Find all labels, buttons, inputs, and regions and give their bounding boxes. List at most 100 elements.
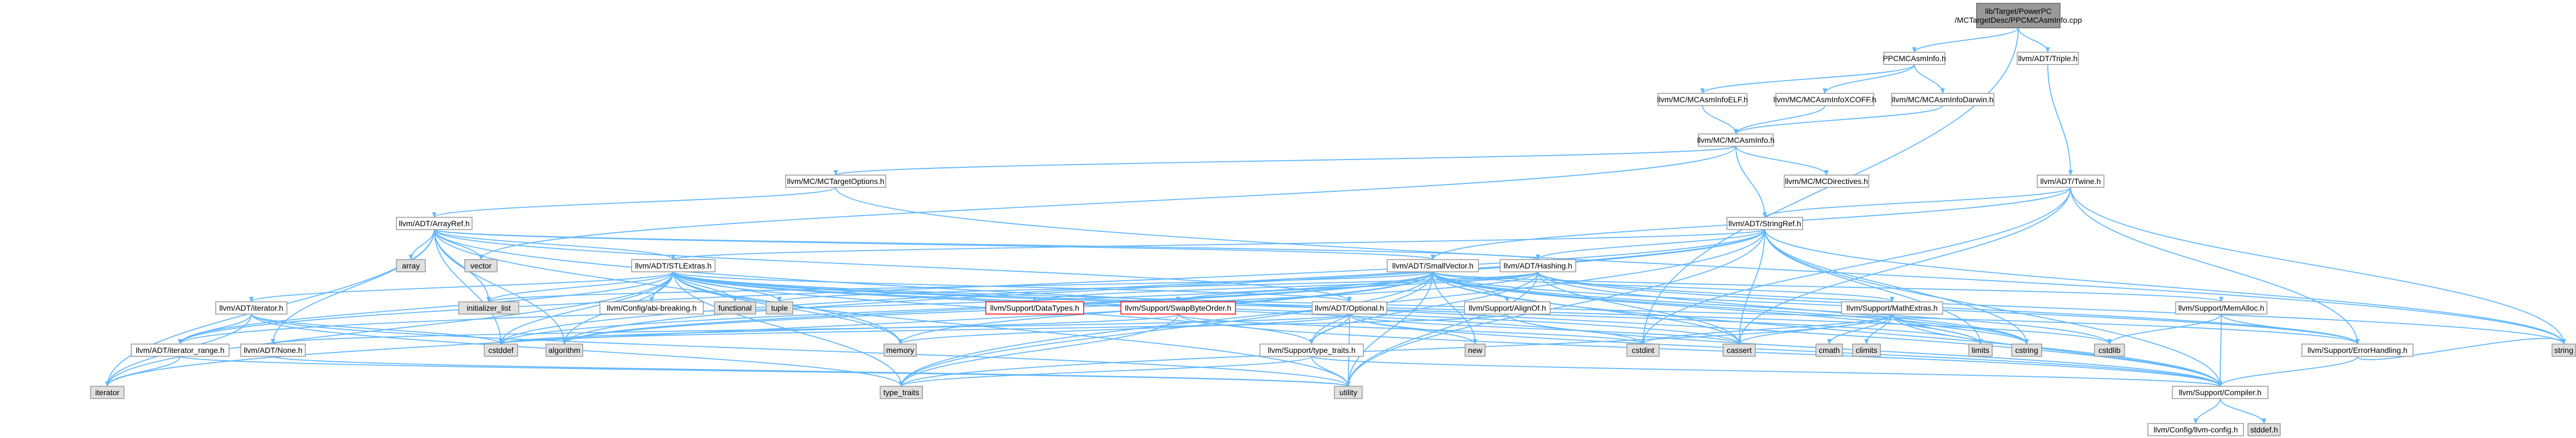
node-label-mctargetoptions: llvm/MC/MCTargetOptions.h bbox=[787, 177, 884, 186]
node-errorhandling[interactable]: llvm/Support/ErrorHandling.h bbox=[2301, 344, 2414, 357]
node-triple[interactable]: llvm/ADT/Triple.h bbox=[2017, 52, 2079, 65]
node-label-cstdlib: cstdlib bbox=[2098, 346, 2121, 355]
edge-iterrange-to-iterator bbox=[105, 356, 181, 387]
node-iterator[interactable]: iterator bbox=[90, 386, 125, 399]
node-memory[interactable]: memory bbox=[884, 344, 917, 357]
edge-mathextras-to-cmath bbox=[1827, 313, 1893, 345]
node-functional[interactable]: functional bbox=[714, 301, 756, 315]
node-box-errorhandling bbox=[2301, 344, 2414, 357]
node-stlextras[interactable]: llvm/ADT/STLExtras.h bbox=[631, 259, 716, 272]
node-algorithm[interactable]: algorithm bbox=[545, 344, 583, 357]
node-vector[interactable]: vector bbox=[464, 259, 498, 272]
node-memalloc[interactable]: llvm/Support/MemAlloc.h bbox=[2175, 301, 2267, 315]
node-stringref[interactable]: llvm/ADT/StringRef.h bbox=[1726, 217, 1803, 230]
node-box-asminfoelf bbox=[1657, 93, 1748, 106]
edge-arrayref-to-optional bbox=[434, 229, 1352, 302]
node-smallvector[interactable]: llvm/ADT/SmallVector.h bbox=[1387, 259, 1479, 272]
node-cstring[interactable]: cstring bbox=[2011, 344, 2042, 357]
node-label-typetraits: type_traits bbox=[884, 388, 920, 397]
node-hashing[interactable]: llvm/ADT/Hashing.h bbox=[1500, 259, 1576, 272]
edge-asminfodarwin-to-mcasminfo bbox=[1734, 105, 1943, 135]
node-iteratorh[interactable]: llvm/ADT/iterator.h bbox=[215, 301, 287, 315]
node-box-memalloc bbox=[2175, 301, 2267, 315]
node-cassert[interactable]: cassert bbox=[1723, 344, 1756, 357]
edge-smallvector-to-cassert bbox=[1432, 271, 1741, 345]
node-array[interactable]: array bbox=[396, 259, 426, 272]
edge-arrayref-to-algorithm bbox=[434, 229, 567, 345]
node-asminfoxcoff[interactable]: llvm/MC/MCAsmInfoXCOFF.h bbox=[1773, 93, 1877, 106]
node-swapbyteorder[interactable]: llvm/Support/SwapByteOrder.h bbox=[1120, 301, 1236, 315]
node-arrayref[interactable]: llvm/ADT/ArrayRef.h bbox=[396, 217, 473, 230]
node-mathextras[interactable]: llvm/Support/MathExtras.h bbox=[1841, 301, 1943, 315]
node-box-compiler bbox=[2172, 386, 2269, 399]
edge-optional-to-compiler bbox=[1349, 313, 2222, 387]
node-cstdlib[interactable]: cstdlib bbox=[2094, 344, 2125, 357]
node-ppcmcasminfo[interactable]: PPCMCAsmInfo.h bbox=[1883, 52, 1946, 65]
edge-twine-to-cassert bbox=[1737, 187, 2071, 345]
node-label-root: /MCTargetDesc/PPCMCAsmInfo.cpp bbox=[1955, 16, 2082, 24]
edge-swapbyteorder-to-cstdint bbox=[1178, 313, 1645, 345]
edge-ppcmcasminfo-to-asminfodarwin bbox=[1914, 64, 1945, 94]
node-cstdint[interactable]: cstdint bbox=[1626, 344, 1660, 357]
node-initlist[interactable]: initializer_list bbox=[458, 301, 519, 315]
node-twine[interactable]: llvm/ADT/Twine.h bbox=[2037, 175, 2105, 188]
node-label-limits: limits bbox=[1972, 346, 1989, 355]
node-compiler[interactable]: llvm/Support/Compiler.h bbox=[2172, 386, 2269, 399]
node-iterrange[interactable]: llvm/ADT/iterator_range.h bbox=[131, 344, 230, 357]
node-utility[interactable]: utility bbox=[1334, 386, 1363, 399]
node-newh[interactable]: new bbox=[1465, 344, 1486, 357]
node-mctargetoptions[interactable]: llvm/MC/MCTargetOptions.h bbox=[785, 175, 886, 188]
node-box-newh bbox=[1465, 344, 1486, 357]
edge-mathextras-to-typetraits bbox=[899, 313, 1893, 387]
node-label-cstring: cstring bbox=[2015, 346, 2038, 355]
node-limits[interactable]: limits bbox=[1968, 344, 1993, 357]
node-mcdirectives[interactable]: llvm/MC/MCDirectives.h bbox=[1784, 175, 1869, 188]
node-label-triple: llvm/ADT/Triple.h bbox=[2018, 54, 2078, 63]
node-llvmconfig[interactable]: llvm/Config/llvm-config.h bbox=[2147, 423, 2244, 436]
edge-memalloc-to-cstdlib bbox=[2107, 313, 2222, 345]
edge-typetraitsllvm-to-utility bbox=[1311, 356, 1351, 387]
edge-smallvector-to-cstddef bbox=[499, 271, 1433, 345]
node-label-asminfodarwin: llvm/MC/MCAsmInfoDarwin.h bbox=[1892, 95, 1994, 104]
node-abibreaking[interactable]: llvm/Config/abi-breaking.h bbox=[599, 301, 704, 315]
edge-twine-to-errorhandling bbox=[2070, 187, 2360, 345]
edge-stringref-to-hashing bbox=[1536, 229, 1765, 260]
node-typetraits[interactable]: type_traits bbox=[880, 386, 923, 399]
edge-optional-to-memory bbox=[898, 313, 1350, 345]
node-cstddef[interactable]: cstddef bbox=[484, 344, 518, 357]
edge-memalloc-to-compiler bbox=[2218, 313, 2223, 387]
edge-alignof-to-cstddef bbox=[499, 313, 1508, 345]
node-cmath[interactable]: cmath bbox=[1815, 344, 1843, 357]
node-box-initlist bbox=[458, 301, 519, 315]
edge-mcasminfo-to-stringref bbox=[1735, 146, 1767, 218]
node-label-compiler: llvm/Support/Compiler.h bbox=[2179, 388, 2262, 397]
node-datatypes[interactable]: llvm/Support/DataTypes.h bbox=[985, 301, 1084, 315]
edge-ppcmcasminfo-to-asminfoelf bbox=[1700, 64, 1915, 94]
edge-arrayref-to-smallvector bbox=[434, 229, 1435, 260]
node-label-functional: functional bbox=[718, 303, 752, 312]
node-noneh[interactable]: llvm/ADT/None.h bbox=[240, 344, 306, 357]
edge-errorhandling-to-string bbox=[2357, 337, 2566, 361]
node-asminfoelf[interactable]: llvm/MC/MCAsmInfoELF.h bbox=[1657, 93, 1748, 106]
node-asminfodarwin[interactable]: llvm/MC/MCAsmInfoDarwin.h bbox=[1891, 93, 1994, 106]
edge-hashing-to-cstring bbox=[1537, 271, 2029, 345]
node-tuple[interactable]: tuple bbox=[766, 301, 793, 315]
node-string[interactable]: string bbox=[2552, 344, 2576, 357]
edge-mathextras-to-climits bbox=[1864, 313, 1893, 345]
node-box-triple bbox=[2017, 52, 2079, 65]
node-box-abibreaking bbox=[599, 301, 704, 315]
node-box-functional bbox=[714, 301, 756, 315]
node-alignof[interactable]: llvm/Support/AlignOf.h bbox=[1464, 301, 1551, 315]
node-typetraitsllvm[interactable]: llvm/Support/type_traits.h bbox=[1259, 344, 1364, 357]
node-stddef[interactable]: stddef.h bbox=[2247, 423, 2281, 436]
edge-smallvector-to-utility bbox=[1346, 271, 1433, 387]
node-label-cstdint: cstdint bbox=[1632, 346, 1655, 355]
edge-smallvector-to-initlist bbox=[487, 271, 1433, 302]
node-mcasminfo[interactable]: llvm/MC/MCAsmInfo.h bbox=[1697, 133, 1775, 147]
node-optional[interactable]: llvm/ADT/Optional.h bbox=[1312, 301, 1387, 315]
edge-mctargetoptions-to-arrayref bbox=[432, 187, 836, 218]
edge-swapbyteorder-to-cstddef bbox=[499, 313, 1179, 345]
edge-errorhandling-to-compiler bbox=[2218, 356, 2358, 387]
node-climits[interactable]: climits bbox=[1852, 344, 1881, 357]
node-label-llvmconfig: llvm/Config/llvm-config.h bbox=[2153, 425, 2238, 434]
